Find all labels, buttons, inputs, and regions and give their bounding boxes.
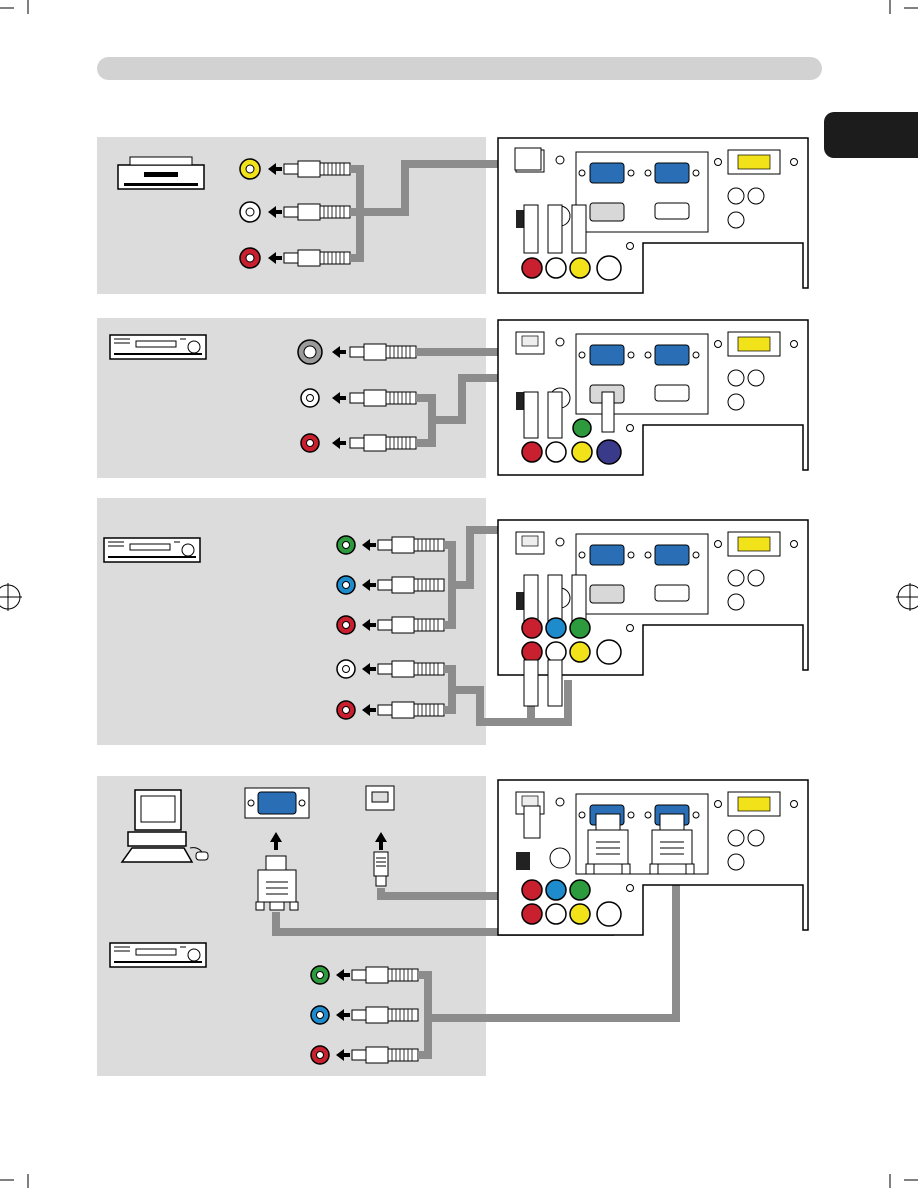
rca-cable-plug	[284, 161, 350, 266]
s-video-jack	[298, 340, 322, 364]
lan-cable-plug	[374, 852, 388, 886]
vcr-icon	[118, 157, 204, 189]
arrow-icon	[362, 539, 376, 716]
projector-rear-panel	[498, 320, 808, 475]
arrow-icon	[336, 969, 350, 1061]
rca-cable-plug	[350, 344, 416, 451]
blue-rca-jack	[311, 1006, 329, 1024]
rca-cable-plug	[378, 537, 444, 718]
red-rca-jack	[301, 434, 319, 452]
dvd-player-icon	[110, 943, 206, 967]
red-rca-jack	[311, 1046, 329, 1064]
dvd-player-icon	[110, 335, 206, 359]
green-rca-jack	[311, 966, 329, 984]
arrow-icon	[268, 163, 282, 264]
red-rca-jack	[240, 248, 260, 268]
white-rca-jack	[301, 389, 319, 407]
projector-rear-panel	[498, 780, 808, 935]
white-rca-jack	[240, 202, 260, 222]
yellow-rca-jack	[240, 159, 260, 179]
white-rca-jack	[337, 660, 355, 678]
lan-port	[366, 786, 394, 810]
blue-rca-jack	[337, 576, 355, 594]
rca-cable-plug	[352, 967, 418, 1063]
dvd-player-icon	[104, 538, 200, 562]
red-rca-jack	[337, 701, 355, 719]
projector-rear-panel	[498, 138, 808, 293]
arrow-icon	[332, 346, 346, 449]
vga-port	[245, 788, 309, 818]
arrow-up-icon	[270, 832, 387, 850]
projector-rear-panel	[498, 520, 808, 706]
red-rca-jack	[337, 616, 355, 634]
computer-icon	[122, 790, 208, 862]
vga-cable-plug	[256, 856, 298, 910]
green-rca-jack	[337, 536, 355, 554]
